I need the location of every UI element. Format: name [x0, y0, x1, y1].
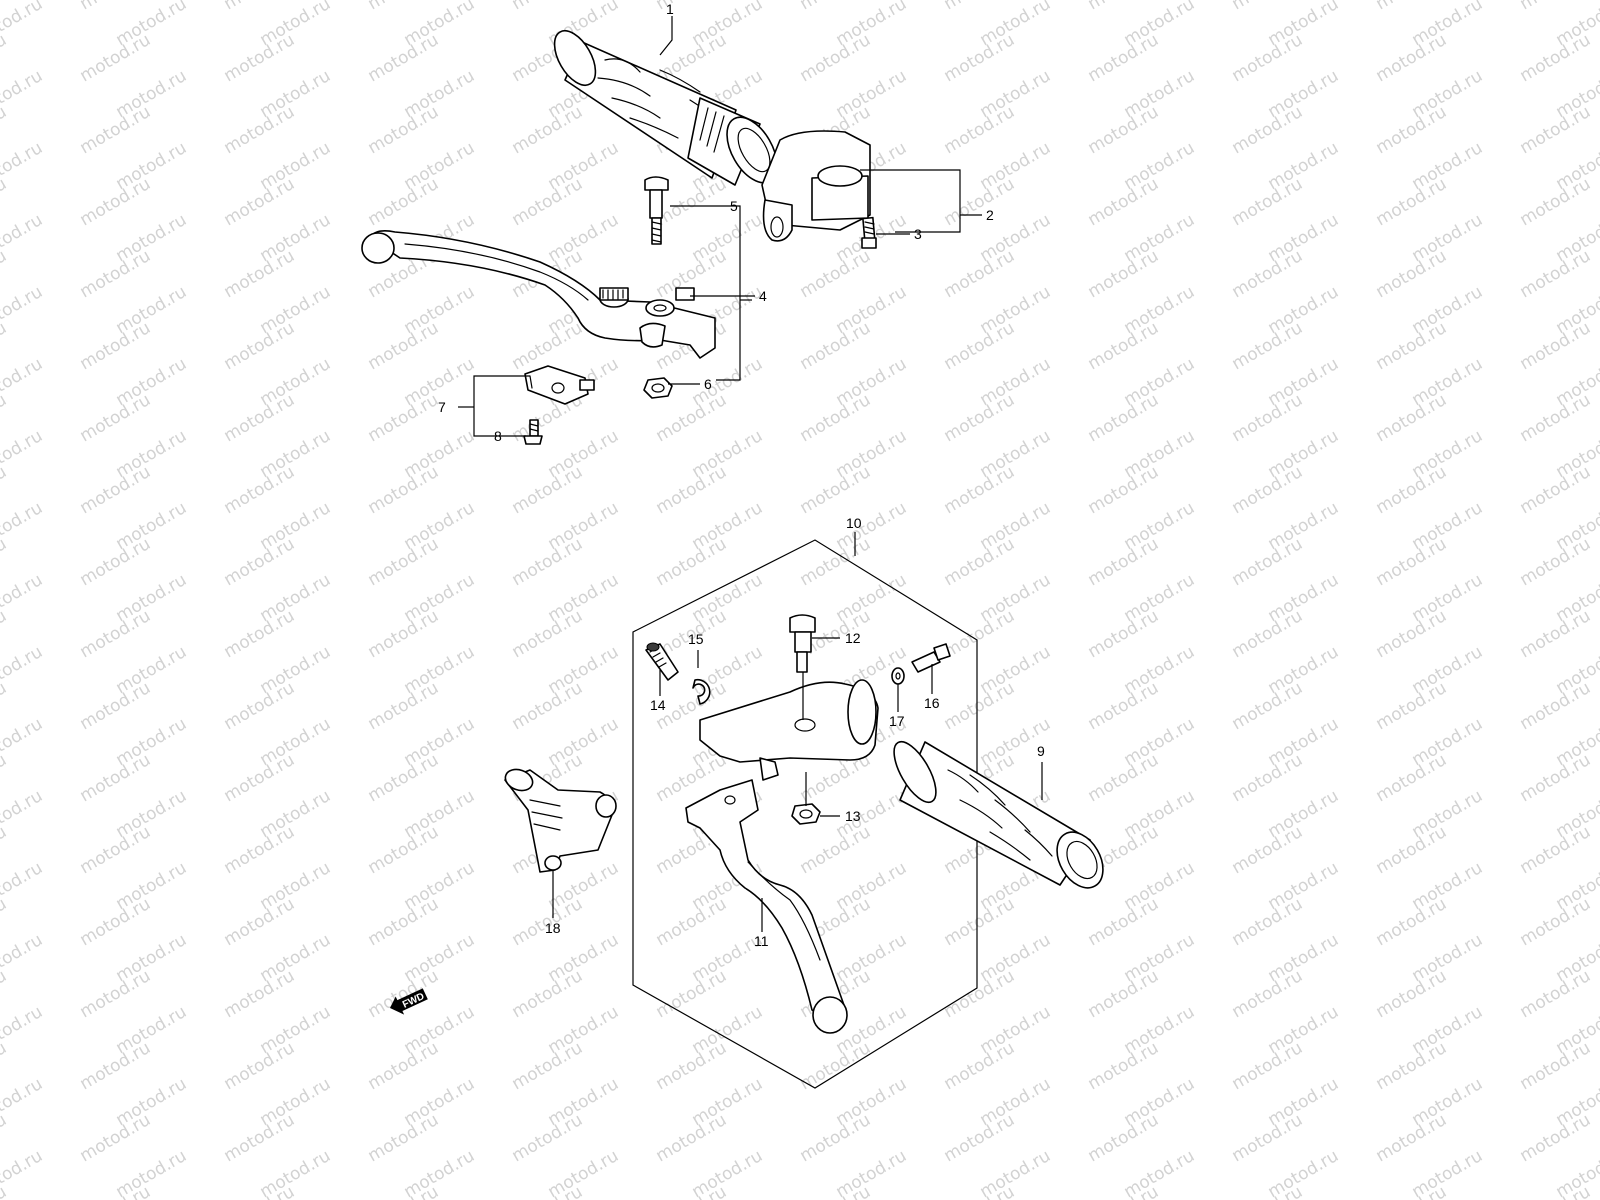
callout-1: 1: [666, 1, 674, 17]
watermark-text: motod.ru: [1265, 1146, 1343, 1200]
callout-4: 4: [759, 288, 767, 304]
watermark-text: motod.ru: [0, 498, 46, 554]
callout-9: 9: [1037, 743, 1045, 759]
watermark-text: motod.ru: [0, 66, 46, 122]
callout-labels: 1 2 3 4 5 6 7 8 9 10 11 12 13 14 15 16 1…: [438, 1, 1045, 949]
watermark-text: motod.ru: [545, 1146, 623, 1200]
watermark-text: motod.ru: [1085, 0, 1163, 14]
watermark-text: motod.ru: [1373, 0, 1451, 14]
watermark-text: motod.ru: [0, 894, 10, 950]
callout-10: 10: [846, 515, 862, 531]
callout-7: 7: [438, 399, 446, 415]
clutch-switch: [504, 768, 617, 873]
watermark-text: motod.ru: [0, 606, 10, 662]
watermark-text: motod.ru: [401, 1146, 479, 1200]
callout-6: 6: [704, 376, 712, 392]
callout-5: 5: [730, 198, 738, 214]
watermark-text: motod.ru: [0, 246, 10, 302]
watermark-text: motod.ru: [0, 1110, 10, 1166]
watermark-text: motod.ru: [0, 282, 46, 338]
circlip: [692, 678, 711, 705]
watermark-text: motod.ru: [0, 390, 10, 446]
watermark-text: motod.ru: [257, 1146, 335, 1200]
watermark-text: motod.ru: [0, 930, 46, 986]
brake-light-switch: [524, 365, 595, 405]
callout-11: 11: [754, 933, 769, 949]
watermark-text: motod.ru: [0, 1002, 46, 1058]
watermark-text: motod.ru: [0, 1074, 46, 1130]
perch-screw: [911, 643, 951, 673]
watermark-text: motod.ru: [653, 0, 731, 14]
throttle-housing: [761, 130, 871, 242]
clutch-pivot-bolt: [789, 614, 816, 673]
watermark-text: motod.ru: [0, 750, 10, 806]
callout-16: 16: [924, 695, 940, 711]
watermark-text: motod.ru: [833, 1146, 911, 1200]
watermark-text: motod.ru: [0, 570, 46, 626]
lever-nut: [643, 377, 673, 399]
clutch-lever-bracket: [699, 679, 879, 781]
watermark-text: motod.ru: [365, 0, 443, 14]
callout-2: 2: [986, 207, 994, 223]
watermark-text: motod.ru: [0, 1146, 46, 1200]
throttle-grip: [553, 30, 778, 186]
callout-17: 17: [889, 713, 905, 729]
callout-13: 13: [845, 808, 861, 824]
callout-12: 12: [845, 630, 861, 646]
clutch-assembly-frame: [632, 539, 978, 1089]
callout-14: 14: [650, 697, 666, 713]
watermark-text: motod.ru: [0, 786, 46, 842]
watermark-text: motod.ru: [941, 0, 1019, 14]
callout-15: 15: [688, 631, 704, 647]
watermark-text: motod.ru: [1229, 0, 1307, 14]
clutch-nut: [791, 803, 821, 825]
watermark-text: motod.ru: [221, 0, 299, 14]
watermark-text: motod.ru: [0, 210, 46, 266]
watermark-text: motod.ru: [0, 822, 10, 878]
cable-adjuster: [645, 642, 679, 681]
watermark-text: motod.ru: [0, 426, 46, 482]
watermark-text: motod.ru: [0, 534, 10, 590]
leader-lines: [458, 16, 1043, 932]
watermark-text: motod.ru: [797, 0, 875, 14]
left-grip: [893, 740, 1104, 889]
callout-3: 3: [914, 226, 922, 242]
watermark-text: motod.ru: [0, 30, 10, 86]
perch-washer: [891, 667, 905, 685]
lever-pivot-bolt: [644, 176, 669, 245]
watermark-text: motod.ru: [0, 678, 10, 734]
watermark-text: motod.ru: [77, 0, 155, 14]
housing-screw: [861, 216, 877, 249]
lever-washer: [675, 287, 695, 301]
watermark-text: motod.ru: [1409, 1146, 1487, 1200]
watermark-text: motod.ru: [0, 102, 10, 158]
watermark-text: motod.ru: [0, 1038, 10, 1094]
switch-screw: [523, 419, 543, 445]
brake-lever: [361, 230, 716, 359]
callout-18: 18: [545, 920, 561, 936]
watermark-text: motod.ru: [0, 1182, 10, 1200]
watermark-text: motod.ru: [1121, 1146, 1199, 1200]
watermark-text: motod.ru: [0, 138, 46, 194]
watermark-text: motod.ru: [1517, 0, 1595, 14]
watermark-text: motod.ru: [0, 966, 10, 1022]
watermark-text: motod.ru: [977, 1146, 1055, 1200]
watermark-text: motod.ru: [0, 174, 10, 230]
watermark-text: motod.ru: [0, 642, 46, 698]
watermark-text: motod.ru: [0, 714, 46, 770]
watermark-text: motod.ru: [0, 354, 46, 410]
clutch-lever: [685, 779, 848, 1034]
watermark-text: motod.ru: [0, 318, 10, 374]
callout-8: 8: [494, 428, 502, 444]
watermark-text: motod.ru: [0, 462, 10, 518]
watermark-text: motod.ru: [689, 1146, 767, 1200]
watermark-text: motod.ru: [509, 0, 587, 14]
watermark-text: motod.ru: [0, 858, 46, 914]
watermark-text: motod.ru: [113, 1146, 191, 1200]
